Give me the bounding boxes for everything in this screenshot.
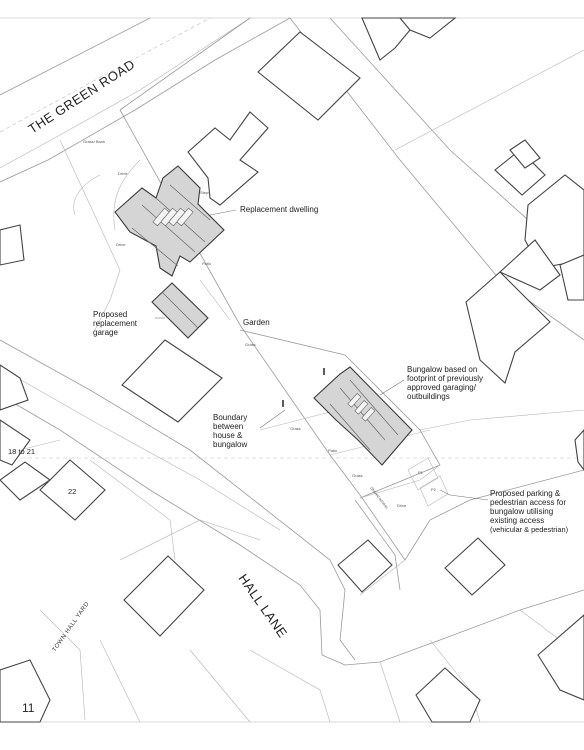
shared-access-label: Shared access [369, 486, 389, 510]
boundary-label-line4: bungalow [213, 440, 247, 449]
grass-small-label: Grass [352, 473, 363, 478]
parking-label-line2: pedestrian access for [490, 498, 566, 507]
replacement-garage-roof [151, 282, 209, 339]
parking-label-line3: bungalow utilising [490, 507, 553, 516]
drive-left-label: Drive [116, 242, 126, 247]
leader-lines [155, 209, 489, 501]
hall-lane-edges [0, 339, 584, 666]
garden-label: Garden [243, 318, 270, 327]
bungalow-label-line4: outbuildings [407, 392, 450, 401]
replacement-dwelling-roof [114, 165, 225, 277]
green-road-edges [0, 17, 291, 183]
garage-label-line1: Proposed [93, 310, 127, 319]
parking-label-line1: Proposed parking & [490, 489, 561, 498]
patio-top-label: Patio [202, 261, 212, 266]
house-number-22: 22 [68, 487, 76, 496]
parking-label-line5: (vehicular & pedestrian) [490, 525, 568, 534]
boundary-label-line1: Boundary [213, 413, 247, 422]
steps-label: Steps [200, 190, 210, 195]
parking-label-line4: existing access [490, 516, 544, 525]
p2-label: P2 [431, 487, 437, 492]
garage-label-line2: replacement [93, 319, 138, 328]
house-number-18-to-21: 18 to 21 [8, 447, 35, 456]
patio-bungalow-label: Patio [328, 448, 338, 453]
plot-boundaries [0, 17, 584, 723]
hall-lane-name: HALL LANE [236, 571, 291, 640]
replacement-dwelling-label: Replacement dwelling [240, 205, 318, 214]
drive-bottom-label: Drive [397, 503, 407, 508]
bungalow-roof [313, 366, 413, 466]
bungalow-label-line3: approved garaging/ [407, 383, 477, 392]
parking-bays [407, 457, 449, 507]
p1-label: P1 [418, 470, 424, 475]
boundary-label-line3: house & [213, 431, 243, 440]
green-road-name: THE GREEN ROAD [25, 56, 137, 136]
grass-bank-label: Grass/ Bank [83, 139, 105, 144]
boundary-markers [282, 368, 325, 407]
garage-label-line3: garage [93, 328, 118, 337]
grass-garden-label: Grass [245, 342, 256, 347]
bungalow-label-line1: Bungalow based on [407, 365, 477, 374]
neighbouring-buildings [0, 17, 584, 723]
bungalow-label-line2: footprint of previously [407, 374, 483, 383]
grass-bungalow-label: Grass [290, 426, 301, 431]
drive-top-label: Drive [118, 171, 128, 176]
page-number: 11 [22, 701, 35, 715]
boundary-label-line2: between [213, 422, 243, 431]
town-hall-yard-name: TOWN HALL YARD [52, 601, 91, 653]
